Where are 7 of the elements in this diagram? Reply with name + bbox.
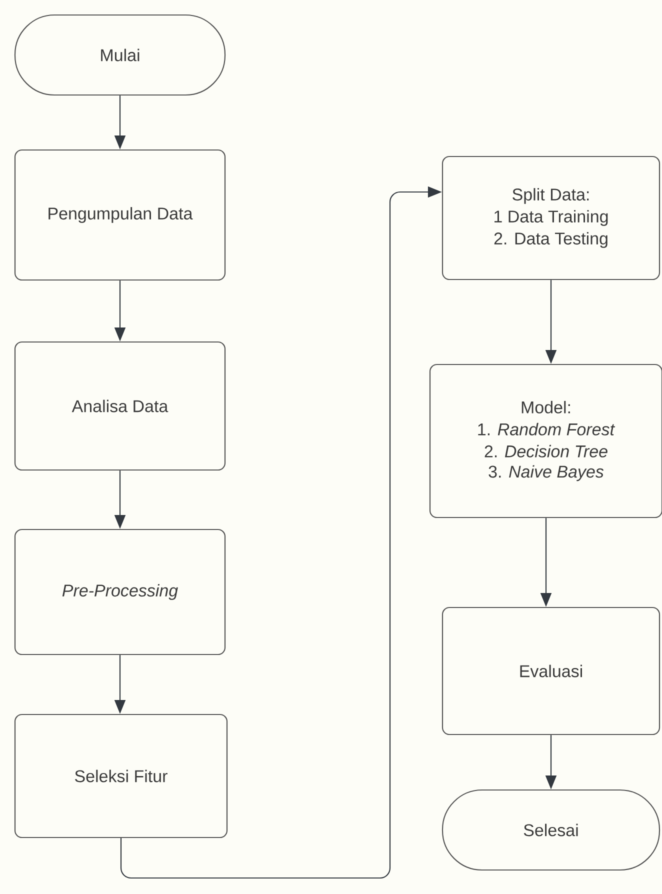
process-box: Pre-Processing: [14, 528, 226, 656]
process-box: Model: 1. Random Forest 2. Decision Tree 3. Naive Bayes: [429, 364, 662, 518]
process-box: Evaluasi: [442, 606, 660, 736]
process-box: Analisa Data: [14, 341, 226, 471]
process-box: Seleksi Fitur: [14, 714, 228, 838]
process-box: Pengumpulan Data: [14, 149, 226, 281]
process-box: Split Data: 1 Data Training 2. Data Testing: [442, 156, 660, 280]
